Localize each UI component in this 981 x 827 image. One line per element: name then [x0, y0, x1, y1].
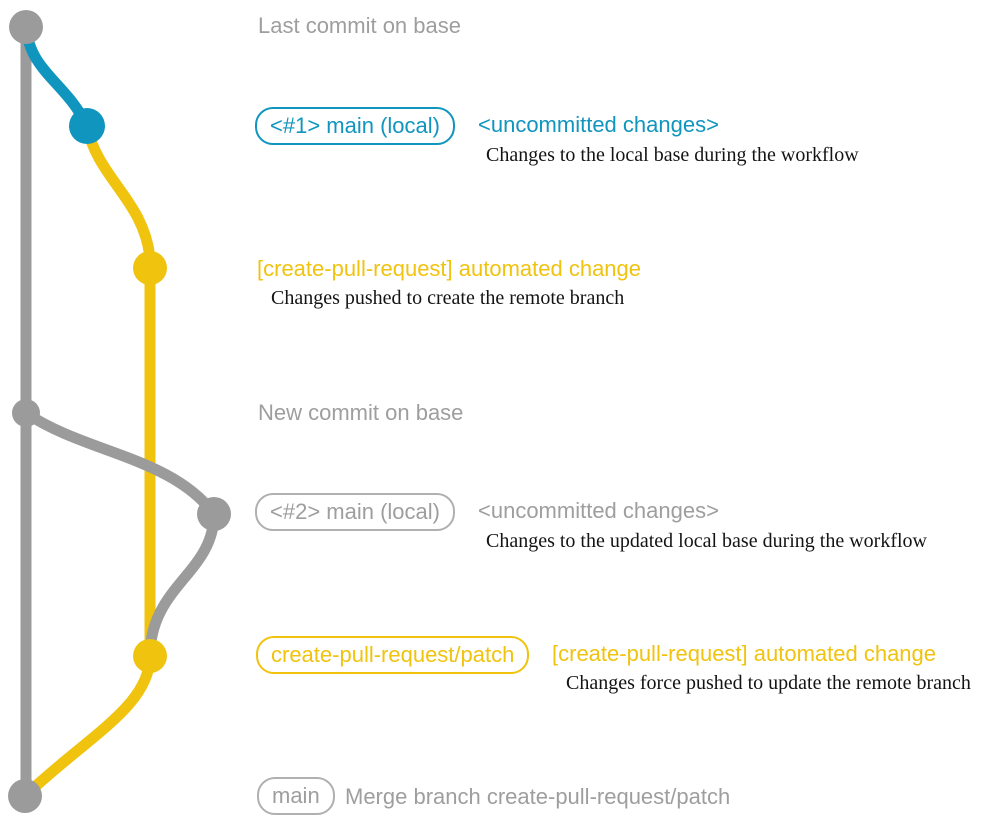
badge-main-local-2: <#2> main (local) — [255, 493, 455, 532]
commit-node-merge — [8, 779, 42, 813]
badge-main: main — [257, 777, 335, 816]
commit-node-main-local-1 — [69, 108, 105, 144]
uncommitted-changes-title-1: <uncommitted changes> — [478, 112, 719, 137]
last-commit-on-base-label: Last commit on base — [258, 13, 461, 38]
uncommitted-changes-desc-2: Changes to the updated local base during… — [486, 530, 927, 552]
uncommitted-changes-desc-1: Changes to the local base during the wor… — [486, 144, 859, 166]
commit-node-new-base — [12, 399, 40, 427]
merge-branch-label: Merge branch create-pull-request/patch — [345, 784, 731, 809]
commit-node-last-base — [9, 10, 43, 44]
commit-node-automated-1 — [133, 251, 167, 285]
uncommitted-changes-title-2: <uncommitted changes> — [478, 498, 719, 523]
badge-create-pull-request-patch: create-pull-request/patch — [256, 636, 530, 675]
commit-node-main-local-2 — [197, 497, 231, 531]
new-base-branch-edge — [22, 408, 219, 518]
automated-change-desc-2: Changes force pushed to update the remot… — [566, 672, 971, 694]
commit-node-automated-2 — [133, 639, 167, 673]
automated-change-title-1: [create-pull-request] automated change — [257, 256, 642, 281]
new-commit-on-base-label: New commit on base — [258, 400, 464, 425]
automated-change-desc-1: Changes pushed to create the remote bran… — [271, 287, 625, 309]
badge-main-local-1: <#1> main (local) — [255, 107, 455, 146]
rebase-merge-edge — [144, 513, 220, 657]
automated-change-title-2: [create-pull-request] automated change — [552, 641, 937, 666]
